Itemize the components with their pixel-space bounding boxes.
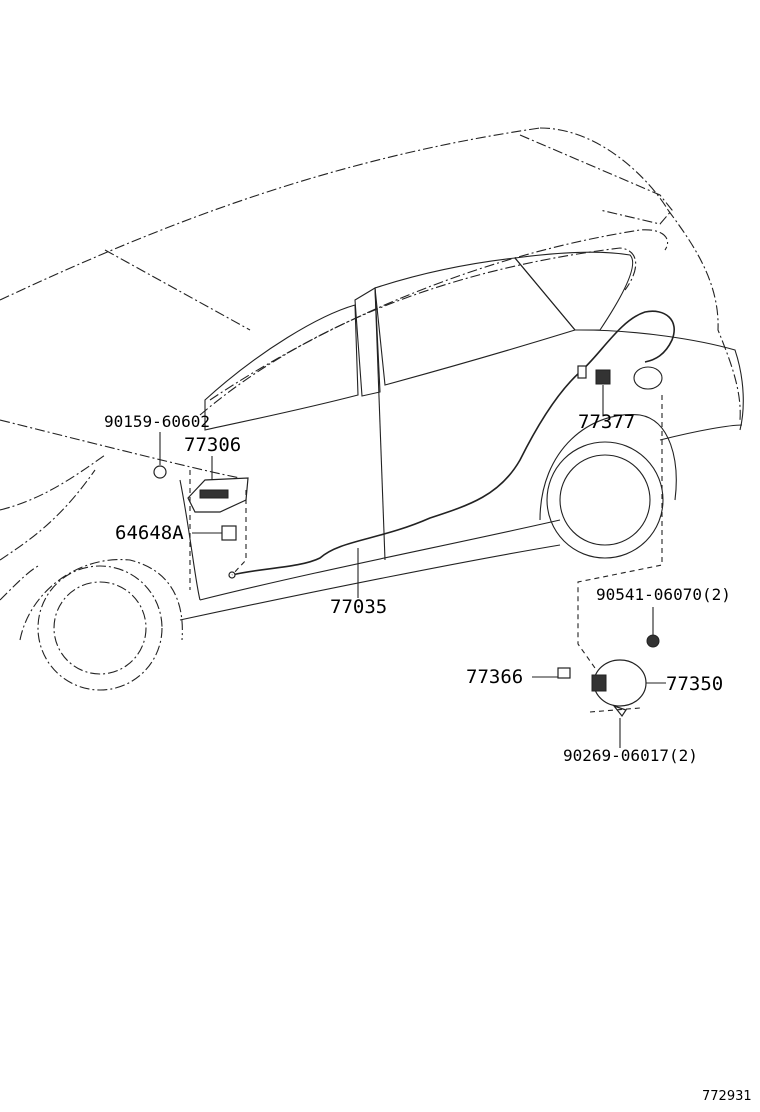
label-77306: 77306 (184, 434, 242, 456)
window-frame (199, 247, 637, 416)
cover-clip (221, 525, 237, 541)
rear-body (579, 329, 744, 431)
label-77366: 77366 (466, 666, 524, 688)
label-77377: 77377 (578, 411, 636, 433)
b-pillar (354, 287, 381, 397)
beltline (0, 419, 241, 479)
tapping-screw (612, 704, 627, 718)
label-90269-06017: 90269-06017(2) (563, 746, 698, 765)
front-wheel-arch (19, 558, 183, 641)
label-77350: 77350 (666, 673, 724, 695)
roof-rear (539, 127, 669, 211)
rear-spoiler (519, 134, 673, 225)
rocker-lower (179, 544, 561, 621)
figure-id: 772931 (702, 1089, 752, 1104)
release-cable (231, 310, 675, 576)
quarter-window (513, 251, 634, 331)
front-body (0, 469, 96, 561)
front-window (204, 304, 359, 431)
roof-line (0, 127, 541, 301)
lock-actuator (595, 369, 611, 385)
lever-guide (231, 490, 247, 576)
lid-hinge (591, 674, 607, 692)
label-90159-60602: 90159-60602 (104, 412, 210, 431)
label-64648a: 64648A (115, 522, 184, 544)
hinge-clip (557, 667, 571, 679)
rear-wheel-arch (539, 414, 677, 521)
rear-rim (559, 454, 651, 546)
lid-guide-bottom (589, 707, 641, 713)
bumper (0, 564, 41, 601)
lid-guide-top (577, 395, 663, 669)
label-77035: 77035 (330, 596, 388, 618)
windshield-top (104, 249, 251, 331)
rear-tire (546, 441, 664, 559)
fuel-door-opening (633, 366, 663, 390)
label-90541-06070: 90541-06070(2) (596, 585, 731, 604)
door-seam-front (179, 479, 201, 601)
lever-handle (199, 489, 229, 499)
rear-window (374, 257, 576, 386)
rear-bumper (659, 424, 743, 441)
rocker-upper (199, 519, 561, 601)
bolt-head (153, 465, 167, 479)
hood-line (0, 454, 106, 511)
lock-clip (577, 365, 587, 379)
screw-head (646, 634, 660, 648)
front-rim (53, 581, 147, 675)
front-tire (37, 565, 163, 691)
door-seam-rear (374, 287, 386, 561)
rear-hatch (667, 209, 741, 421)
